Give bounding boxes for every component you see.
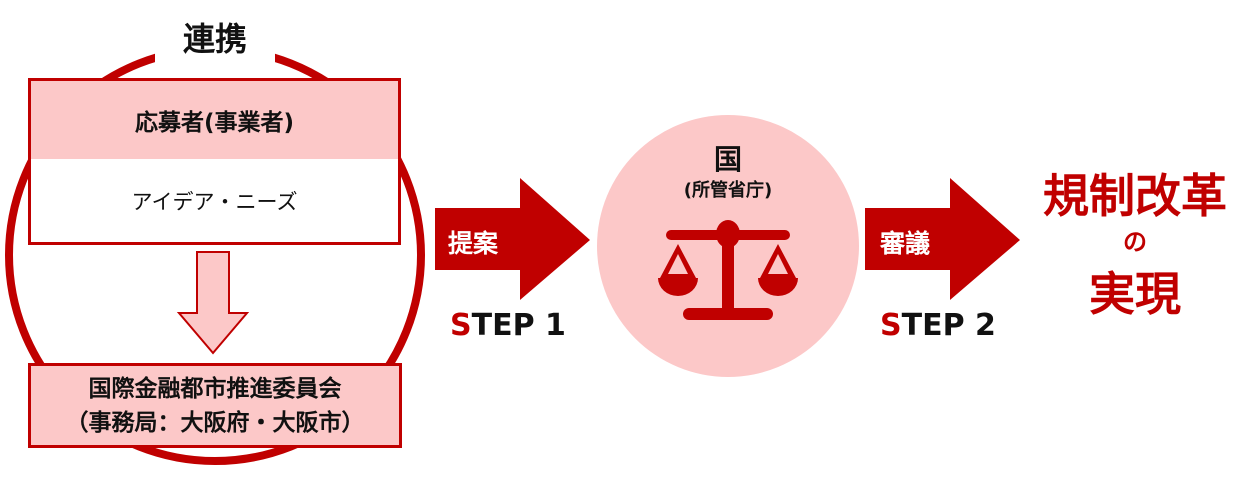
committee-secretariat: （事務局：大阪府・大阪市） xyxy=(65,409,365,436)
government-subtitle: (所管省庁) xyxy=(683,180,773,201)
result-line2: の xyxy=(1123,228,1147,256)
step2-arrow-icon xyxy=(865,178,1020,300)
step1-rest: TEP 1 xyxy=(471,308,566,343)
step1-arrow-icon xyxy=(435,178,590,300)
applicant-content: アイデア・ニーズ xyxy=(131,189,298,214)
scales-icon xyxy=(658,220,798,320)
step2-rest: TEP 2 xyxy=(901,308,996,343)
committee-name: 国際金融都市推進委員会 xyxy=(88,375,342,402)
applicant-box: 応募者(事業者) xyxy=(28,78,401,162)
idea-needs-box: アイデア・ニーズ xyxy=(28,159,401,245)
step1-label: STEP 1 xyxy=(450,308,566,343)
committee-box: 国際金融都市推進委員会 （事務局：大阪府・大阪市） xyxy=(28,363,402,448)
proposal-label: 提案 xyxy=(448,229,499,258)
result-line3: 実現 xyxy=(1089,267,1181,321)
government-title: 国 xyxy=(713,143,742,176)
step2-label: STEP 2 xyxy=(880,308,996,343)
circle-gap xyxy=(155,20,275,70)
down-arrow-icon xyxy=(176,251,250,355)
result-line1: 規制改革 xyxy=(1043,169,1227,223)
deliberation-label: 審議 xyxy=(880,229,931,258)
step2-prefix: S xyxy=(880,308,902,343)
applicant-title: 応募者(事業者) xyxy=(134,110,295,136)
step1-prefix: S xyxy=(450,308,472,343)
cooperation-label: 連携 xyxy=(182,20,247,58)
